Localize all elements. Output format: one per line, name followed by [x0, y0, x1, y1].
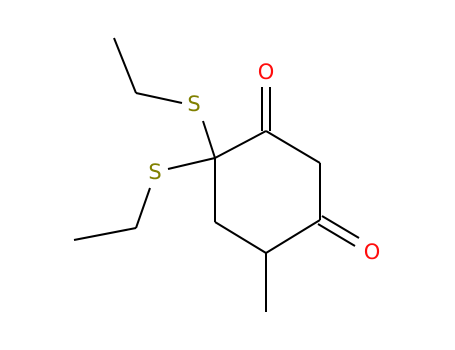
s1-ring-bond: [202, 120, 216, 159]
carbonyl-bond-right-1: [317, 223, 356, 247]
oxygen-atom-right: O: [364, 240, 381, 264]
ethyl-upper-bond: [113, 37, 137, 94]
s2-ring-bond: [167, 157, 216, 170]
s1-ch2-bond: [135, 92, 183, 104]
ring-bond-c1-c2: [214, 130, 267, 159]
carbonyl-bond-right-2: [321, 215, 360, 239]
ethyl-lower-bond: [73, 227, 137, 241]
ring-bond-c5-c6: [214, 221, 267, 254]
sulfur-atom-upper: S: [187, 92, 200, 116]
ring-bond-c4-c5: [265, 219, 321, 254]
s2-ch2-bond: [135, 187, 151, 229]
sulfur-atom-lower: S: [148, 160, 161, 184]
oxygen-atom-top: O: [258, 60, 275, 84]
ring-bond-c2-c3: [265, 130, 321, 164]
